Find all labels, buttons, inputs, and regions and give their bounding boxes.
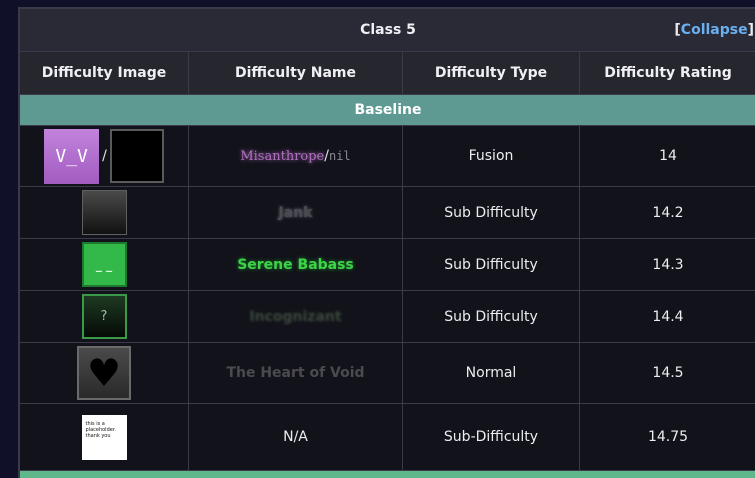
difficulty-image-cell — [20, 187, 189, 239]
table-row: ? Incognizant Sub Difficulty 14.4 — [20, 291, 755, 343]
table-row: ♥ The Heart of Void Normal 14.5 — [20, 343, 755, 404]
difficulty-name-cell: Serene Babass — [189, 239, 403, 291]
header-difficulty-type: Difficulty Type — [403, 52, 580, 95]
difficulty-rating-cell: 14 — [580, 126, 755, 187]
difficulty-name-cell: Jank — [189, 187, 403, 239]
difficulty-type-cell: Sub-Difficulty — [403, 404, 580, 471]
heart-of-void-tile: ♥ — [77, 346, 131, 400]
difficulty-type-cell: Sub Difficulty — [403, 187, 580, 239]
difficulty-table: Class 5 [Collapse] Difficulty Image Diff… — [19, 8, 755, 478]
difficulty-name-serene-babass[interactable]: Serene Babass — [237, 257, 354, 273]
table-row: _ _ Serene Babass Sub Difficulty 14.3 — [20, 239, 755, 291]
difficulty-rating-cell: 14.5 — [580, 343, 755, 404]
table-row: this is a placeholder. thank you N/A Sub… — [20, 404, 755, 471]
difficulty-rating-cell: 14.3 — [580, 239, 755, 291]
difficulty-name-cell: The Heart of Void — [189, 343, 403, 404]
difficulty-image-cell: _ _ — [20, 239, 189, 291]
difficulty-image-cell: this is a placeholder. thank you — [20, 404, 189, 471]
difficulty-name-cell: Incognizant — [189, 291, 403, 343]
header-difficulty-rating: Difficulty Rating — [580, 52, 755, 95]
collapse-toggle: [Collapse] — [674, 22, 754, 38]
difficulty-name-cell: Misanthrope/nil — [189, 126, 403, 187]
difficulty-table-container: Class 5 [Collapse] Difficulty Image Diff… — [18, 7, 755, 478]
difficulty-type-cell: Fusion — [403, 126, 580, 187]
serene-babass-tile: _ _ — [82, 242, 127, 287]
jank-tile — [82, 190, 127, 235]
section-header-baseline: Baseline — [20, 95, 755, 126]
difficulty-image-cell: ♥ — [20, 343, 189, 404]
nil-tile — [110, 129, 164, 183]
header-difficulty-image: Difficulty Image — [20, 52, 189, 95]
placeholder-tile: this is a placeholder. thank you — [82, 415, 127, 460]
table-row: Jank Sub Difficulty 14.2 — [20, 187, 755, 239]
header-difficulty-name: Difficulty Name — [189, 52, 403, 95]
collapse-link[interactable]: Collapse — [681, 22, 748, 38]
difficulty-name-nil[interactable]: nil — [329, 149, 351, 163]
difficulty-name-misanthrope[interactable]: Misanthrope — [240, 149, 324, 164]
table-title: Class 5 — [360, 22, 416, 38]
difficulty-image-cell: V_V / — [20, 126, 189, 187]
image-separator: / — [102, 148, 107, 164]
difficulty-type-cell: Normal — [403, 343, 580, 404]
difficulty-rating-cell: 14.75 — [580, 404, 755, 471]
incognizant-tile: ? — [82, 294, 127, 339]
difficulty-image-cell: ? — [20, 291, 189, 343]
difficulty-name-heart-of-void[interactable]: The Heart of Void — [226, 365, 364, 381]
difficulty-rating-cell: 14.4 — [580, 291, 755, 343]
difficulty-name-incognizant[interactable]: Incognizant — [249, 309, 341, 325]
table-row: V_V / Misanthrope/nil Fusion 14 — [20, 126, 755, 187]
difficulty-type-cell: Sub Difficulty — [403, 291, 580, 343]
difficulty-type-cell: Sub Difficulty — [403, 239, 580, 291]
difficulty-rating-cell: 14.2 — [580, 187, 755, 239]
difficulty-name-jank[interactable]: Jank — [279, 205, 313, 221]
difficulty-name-cell: N/A — [189, 404, 403, 471]
misanthrope-tile: V_V — [44, 129, 99, 184]
table-title-cell: Class 5 [Collapse] — [20, 9, 755, 52]
